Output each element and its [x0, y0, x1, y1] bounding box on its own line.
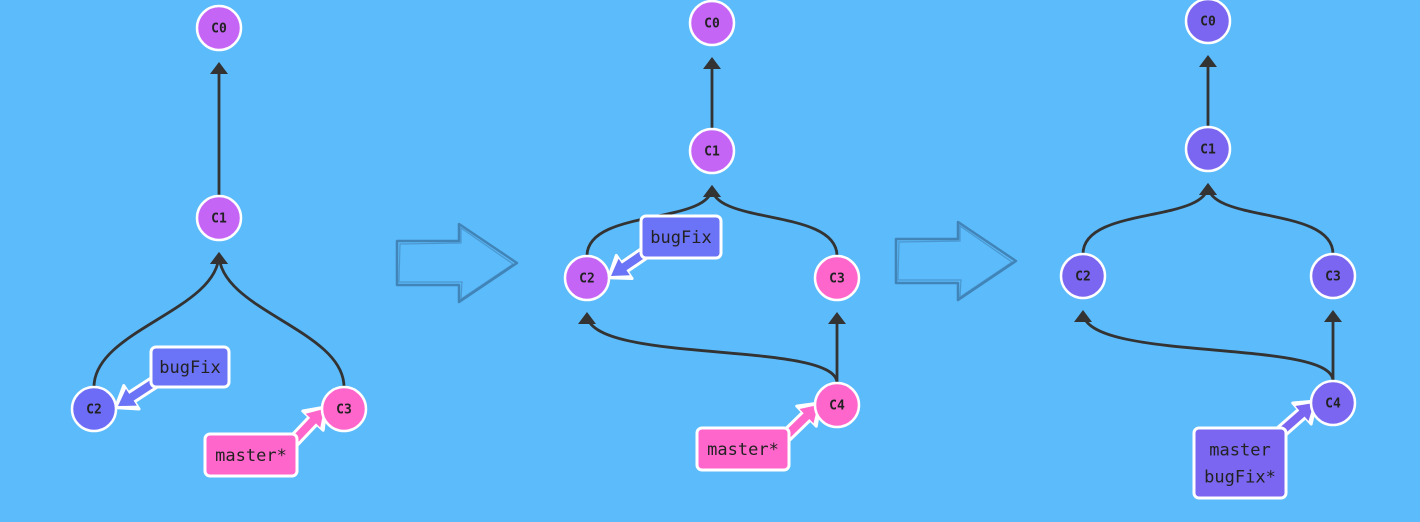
commit-label: C0	[211, 22, 227, 37]
branch-label-box	[695, 426, 791, 472]
branch-label-text: bugFix	[159, 358, 220, 378]
commit-label: C3	[1325, 270, 1341, 285]
commit-c1: C1	[195, 194, 243, 242]
branch-label-text: master*	[707, 440, 779, 460]
edge-c2-to-c1	[1081, 183, 1217, 255]
branch-label-text: master	[1209, 441, 1270, 461]
commit-c2: C2	[1059, 252, 1107, 300]
edge-c3-to-c1	[210, 252, 346, 388]
commit-label: C0	[1200, 15, 1216, 30]
edge-c3-to-c1	[703, 185, 839, 257]
right-arrow-outline-icon	[894, 220, 1018, 302]
branch-label-text: bugFix*	[1204, 468, 1276, 488]
branch-label-box	[203, 432, 299, 478]
branch-label-text: master*	[215, 446, 287, 466]
commit-c2: C2	[70, 385, 118, 433]
branch-bugfix: bugFix	[113, 345, 231, 411]
commit-label: C1	[704, 145, 720, 160]
branch-label-text: bugFix	[650, 228, 711, 248]
commit-label: C1	[1200, 143, 1216, 158]
commit-label: C3	[336, 403, 352, 418]
commit-label: C4	[1325, 397, 1341, 412]
edge-c3-to-c1	[1199, 183, 1335, 255]
edge-c4-to-c2	[1074, 310, 1335, 382]
edge-c1-to-c0	[1199, 55, 1217, 127]
right-arrow-outline-icon	[395, 222, 519, 304]
commit-c3: C3	[320, 385, 368, 433]
commit-label: C2	[86, 403, 102, 418]
commit-c3: C3	[1309, 252, 1357, 300]
branch-master: master*	[695, 401, 822, 472]
commit-label: C2	[579, 272, 595, 287]
commit-label: C4	[829, 399, 845, 414]
commit-c2: C2	[563, 254, 611, 302]
commit-c1: C1	[1184, 125, 1232, 173]
commit-c0: C0	[1184, 0, 1232, 45]
branch-master-bugfix: master bugFix*	[1192, 399, 1318, 500]
branch-label-box	[149, 345, 231, 389]
commit-label: C0	[704, 17, 720, 32]
commit-c0: C0	[195, 4, 243, 52]
branch-bugfix: bugFix	[607, 214, 723, 281]
commit-c4: C4	[813, 381, 861, 429]
commit-label: C3	[829, 272, 845, 287]
commit-c3: C3	[813, 254, 861, 302]
branch-label-box	[1192, 426, 1288, 500]
edge-c4-to-c3	[1324, 310, 1342, 381]
branch-label-box	[639, 214, 723, 260]
commit-label: C1	[211, 212, 227, 227]
edge-c1-to-c0	[703, 57, 721, 129]
commit-label: C2	[1075, 270, 1091, 285]
branch-master: master*	[203, 405, 328, 478]
edge-c4-to-c2	[578, 312, 839, 384]
edge-c1-to-c0	[210, 62, 228, 196]
commit-c1: C1	[688, 127, 736, 175]
edge-c4-to-c3	[828, 312, 846, 383]
commit-c4: C4	[1309, 379, 1357, 427]
commit-c0: C0	[688, 0, 736, 47]
